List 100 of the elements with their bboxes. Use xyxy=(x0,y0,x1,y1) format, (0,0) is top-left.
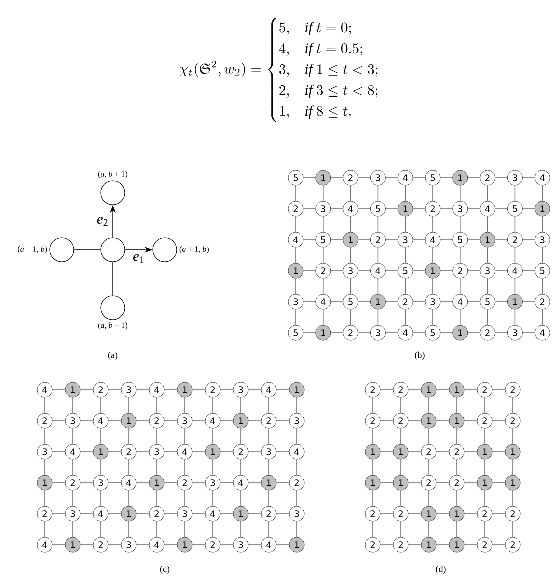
connector-line xyxy=(248,420,262,422)
connector-line xyxy=(112,262,114,296)
connector-line xyxy=(428,428,430,445)
connector-line xyxy=(303,332,316,334)
grid-node: 5 xyxy=(452,232,468,248)
connector-line xyxy=(460,216,461,233)
connector-line xyxy=(52,544,66,546)
grid-node: 3 xyxy=(480,263,496,279)
connector-line xyxy=(484,428,486,445)
connector-line xyxy=(128,459,130,476)
grid-node: 5 xyxy=(425,170,441,186)
connector-line xyxy=(72,521,74,538)
connector-line xyxy=(184,490,186,507)
connector-line xyxy=(184,428,186,445)
connector-line xyxy=(487,309,488,326)
connector-line xyxy=(372,428,374,445)
grid-node: 5 xyxy=(288,325,304,341)
connector-line xyxy=(405,247,406,264)
connector-line xyxy=(400,459,402,476)
connector-line xyxy=(156,521,158,538)
grid-node: 2 xyxy=(505,382,521,398)
connector-line xyxy=(192,544,206,546)
grid-node: 1 xyxy=(398,201,414,217)
connector-line xyxy=(386,332,398,334)
grid-node: 1 xyxy=(421,537,437,553)
grid-node: 1 xyxy=(534,201,550,217)
connector-line xyxy=(156,459,158,476)
connector-line xyxy=(276,420,290,422)
connector-line xyxy=(460,309,461,326)
connector-line xyxy=(484,459,486,476)
grid-node: 1 xyxy=(65,537,81,553)
connector-line xyxy=(495,332,508,334)
connector-line xyxy=(296,521,298,538)
connector-line xyxy=(136,482,150,484)
grid-node: 3 xyxy=(288,294,304,310)
grid-node: 3 xyxy=(370,325,386,341)
connector-line xyxy=(456,490,458,507)
grid-node: 4 xyxy=(507,263,523,279)
connector-line xyxy=(492,420,506,422)
connector-line xyxy=(220,420,234,422)
grid-node: 4 xyxy=(452,294,468,310)
grid-node: 1 xyxy=(449,382,465,398)
grid-node: 3 xyxy=(149,444,165,460)
connector-line xyxy=(100,521,102,538)
grid-node: 2 xyxy=(205,537,221,553)
grid-node: 2 xyxy=(505,537,521,553)
connector-line xyxy=(128,428,130,445)
grid-node: 2 xyxy=(37,506,53,522)
connector-line xyxy=(80,544,94,546)
connector-line xyxy=(164,482,178,484)
connector-line xyxy=(378,216,379,233)
connector-line xyxy=(428,397,430,414)
grid-node: 2 xyxy=(452,263,468,279)
grid-node: 4 xyxy=(121,475,137,491)
connector-line xyxy=(542,309,543,326)
grid-node: 1 xyxy=(288,263,304,279)
grid-node: 2 xyxy=(365,537,381,553)
grid-node: 1 xyxy=(343,232,359,248)
connector-line xyxy=(358,332,371,334)
connector-line xyxy=(408,544,422,546)
grid-node: 5 xyxy=(316,232,332,248)
node-label: (a + 1, b) xyxy=(180,246,209,254)
connector-line xyxy=(495,208,508,210)
grid-node: 2 xyxy=(93,537,109,553)
connector-line xyxy=(44,521,46,538)
connector-line xyxy=(330,270,344,272)
grid-node: 5 xyxy=(398,263,414,279)
connector-line xyxy=(380,544,394,546)
grid-node: 1 xyxy=(93,444,109,460)
grid-node: 4 xyxy=(205,506,221,522)
connector-line xyxy=(436,420,450,422)
connector-line xyxy=(487,278,488,295)
connector-line xyxy=(358,270,371,272)
grid-node: 3 xyxy=(507,170,523,186)
connector-line xyxy=(240,397,242,414)
panel-caption: (a) xyxy=(108,352,118,360)
panel-caption: (c) xyxy=(160,566,170,574)
connector-line xyxy=(108,420,122,422)
grid-node: 2 xyxy=(261,506,277,522)
grid-node: 5 xyxy=(534,263,550,279)
grid-node: 2 xyxy=(93,382,109,398)
connector-line xyxy=(460,247,461,264)
grid-node: 4 xyxy=(316,294,332,310)
connector-line xyxy=(220,544,234,546)
connector-line xyxy=(460,278,461,295)
connector-line xyxy=(212,397,214,414)
grid-node: 4 xyxy=(398,325,414,341)
grid-node: 1 xyxy=(365,475,381,491)
connector-line xyxy=(522,332,536,334)
connector-line xyxy=(212,459,214,476)
grid-node: 1 xyxy=(121,506,137,522)
connector-line xyxy=(408,420,422,422)
connector-line xyxy=(372,459,374,476)
grid-node: 1 xyxy=(505,475,521,491)
connector-line xyxy=(240,490,242,507)
grid-node: 3 xyxy=(534,232,550,248)
circle-node xyxy=(100,296,126,320)
grid-node: 1 xyxy=(425,263,441,279)
grid-node: 2 xyxy=(205,382,221,398)
grid-node: 1 xyxy=(121,413,137,429)
